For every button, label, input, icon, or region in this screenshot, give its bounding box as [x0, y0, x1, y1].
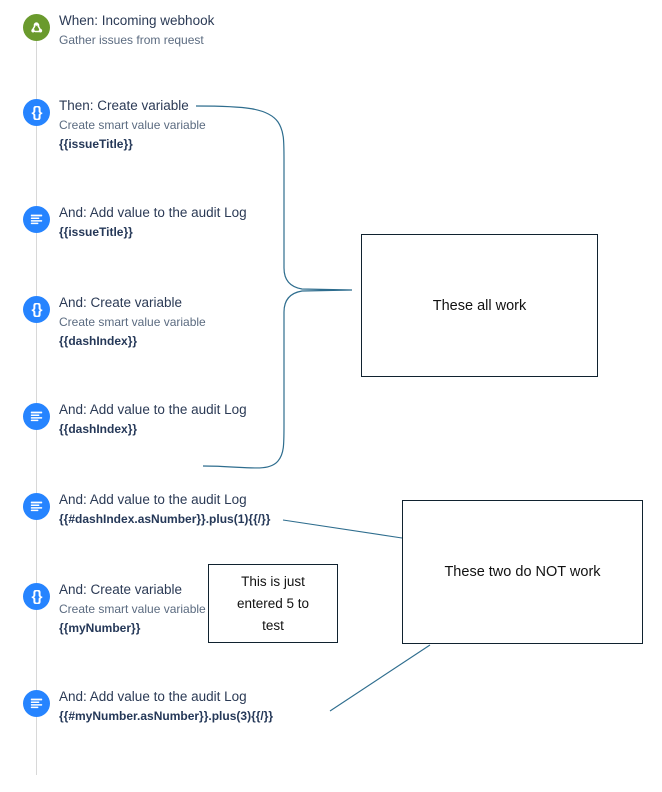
annotation-box-these-two-do-not-work: These two do NOT work — [402, 500, 643, 644]
annotation-text: These two do NOT work — [444, 564, 601, 580]
annotation-text-line-3: test — [262, 617, 284, 633]
audit-log-icon — [23, 403, 50, 430]
step-smart-value: {{issueTitle}} — [59, 137, 133, 151]
step-body: And: Create variable Create smart value … — [59, 580, 329, 638]
step-body: And: Add value to the audit Log {{dashIn… — [59, 400, 329, 439]
annotation-text: These all work — [432, 297, 527, 314]
annotation-text-line-1: This is just — [241, 573, 305, 589]
annotation-text: This is just entered 5 to test — [237, 571, 309, 637]
step-title: And: Add value to the audit Log — [59, 402, 247, 417]
audit-log-icon — [23, 690, 50, 717]
step-smart-value: {{issueTitle}} — [59, 225, 133, 239]
audit-log-icon — [23, 493, 50, 520]
annotation-text-line-2: entered 5 to — [236, 595, 310, 611]
step-title: And: Create variable — [59, 295, 183, 310]
step-body: And: Add value to the audit Log {{#myNum… — [59, 687, 329, 726]
step-subtitle: Gather issues from request — [59, 33, 204, 47]
curly-braces-icon: { } — [23, 296, 50, 323]
step-subtitle: Create smart value variable — [59, 315, 206, 329]
step-smart-value: {{myNumber}} — [59, 621, 141, 635]
step-title: And: Add value to the audit Log — [59, 205, 247, 220]
step-body: When: Incoming webhook Gather issues fro… — [59, 11, 329, 50]
step-title: And: Create variable — [59, 582, 183, 597]
step-smart-value: {{dashIndex}} — [59, 334, 138, 348]
webhook-icon — [23, 14, 50, 41]
step-title: And: Add value to the audit Log — [59, 689, 247, 704]
step-smart-value: {{#myNumber.asNumber}}.plus(3){{/}} — [59, 709, 274, 723]
curly-braces-icon: { } — [23, 583, 50, 610]
audit-log-icon — [23, 206, 50, 233]
step-smart-value: {{#dashIndex.asNumber}}.plus(1){{/}} — [59, 512, 271, 526]
step-title: When: Incoming webhook — [59, 13, 215, 28]
step-body: And: Add value to the audit Log {{issueT… — [59, 203, 329, 242]
step-title: And: Add value to the audit Log — [59, 492, 247, 507]
annotation-box-these-all-work: These all work — [361, 234, 598, 377]
step-title: Then: Create variable — [59, 98, 189, 113]
step-subtitle: Create smart value variable — [59, 118, 206, 132]
timeline-rail — [36, 22, 37, 775]
step-body: And: Create variable Create smart value … — [59, 293, 329, 351]
step-subtitle: Create smart value variable — [59, 602, 206, 616]
curly-braces-icon: { } — [23, 99, 50, 126]
step-smart-value: {{dashIndex}} — [59, 422, 138, 436]
step-body: And: Add value to the audit Log {{#dashI… — [59, 490, 329, 529]
step-body: Then: Create variable Create smart value… — [59, 96, 329, 154]
annotation-box-test-note: This is just entered 5 to test — [208, 564, 338, 643]
line-to-not-work-box-bottom — [329, 644, 431, 712]
